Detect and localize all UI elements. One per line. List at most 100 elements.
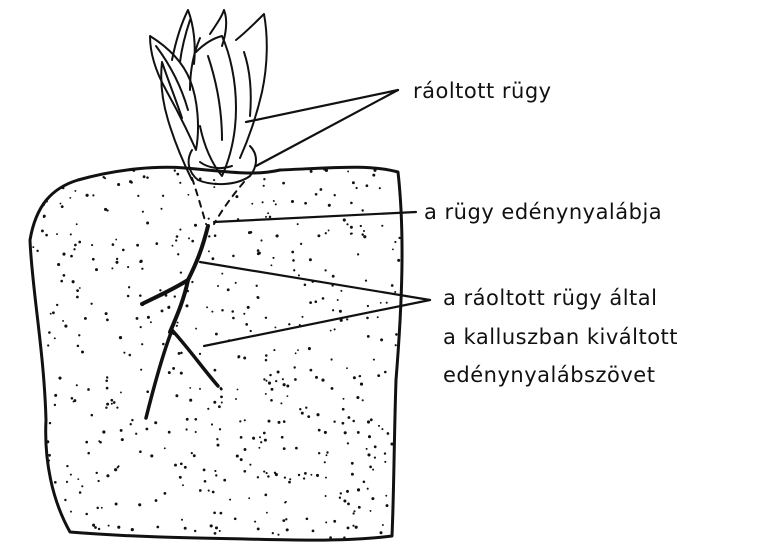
- stipple-dot: [297, 223, 299, 225]
- stipple-dot: [211, 311, 213, 313]
- stipple-dot: [147, 316, 150, 319]
- stipple-dot: [271, 388, 274, 391]
- stipple-dot: [284, 476, 286, 478]
- stipple-dot: [324, 431, 327, 434]
- stipple-dot: [199, 489, 202, 492]
- stipple-dot: [391, 284, 394, 287]
- stipple-dot: [62, 320, 64, 322]
- stipple-dot: [235, 398, 237, 400]
- stipple-dot: [360, 383, 363, 386]
- stipple-dot: [333, 520, 336, 523]
- stipple-dot: [221, 273, 223, 275]
- stipple-dot: [113, 401, 116, 404]
- stipple-dot: [305, 407, 307, 409]
- stipple-dot: [49, 422, 51, 424]
- stipple-dot: [79, 491, 82, 494]
- stipple-dot: [257, 527, 260, 530]
- stipple-dot: [367, 305, 369, 307]
- stipple-dot: [112, 243, 115, 246]
- stipple-dot: [54, 394, 57, 397]
- stipple-dot: [232, 255, 235, 258]
- stipple-dot: [398, 237, 400, 239]
- stipple-dot: [301, 412, 304, 415]
- stipple-dot: [184, 527, 187, 530]
- stipple-dot: [54, 481, 57, 484]
- stipple-dot: [315, 376, 318, 379]
- stipple-dot: [175, 239, 177, 241]
- stipple-dot: [263, 185, 265, 187]
- stipple-dot: [120, 391, 122, 393]
- stipple-dot: [343, 398, 345, 400]
- stipple-dot: [373, 169, 376, 172]
- stipple-dot: [369, 466, 372, 469]
- stipple-dot: [70, 511, 72, 513]
- stipple-dot: [281, 436, 284, 439]
- stipple-dot: [245, 323, 248, 326]
- stipple-dot: [366, 448, 368, 450]
- stipple-dot: [174, 464, 177, 467]
- stipple-dot: [265, 380, 267, 382]
- stipple-dot: [137, 195, 139, 197]
- stipple-dot: [194, 530, 196, 532]
- stipple-dot: [98, 440, 100, 442]
- stipple-dot: [66, 465, 68, 467]
- stipple-dot: [331, 387, 334, 390]
- stipple-dot: [363, 235, 366, 238]
- stipple-dot: [116, 258, 118, 260]
- stipple-dot: [258, 447, 260, 449]
- stipple-dot: [264, 494, 267, 497]
- stipple-dot: [254, 521, 256, 523]
- stipple-dot: [385, 495, 387, 497]
- stipple-dot: [361, 233, 363, 235]
- stipple-dot: [331, 358, 333, 360]
- stipple-dot: [179, 476, 182, 479]
- stipple-dot: [325, 232, 327, 234]
- stipple-dot: [217, 444, 220, 447]
- stipple-dot: [357, 488, 360, 491]
- stipple-dot: [270, 399, 273, 402]
- stipple-dot: [362, 399, 364, 401]
- stipple-dot: [386, 302, 388, 304]
- stipple-dot: [131, 419, 133, 421]
- stipple-dot: [32, 246, 34, 248]
- stipple-dot: [115, 261, 118, 264]
- stipple-dot: [295, 352, 297, 354]
- stipple-dot: [105, 380, 108, 383]
- stipple-dot: [328, 229, 330, 231]
- stipple-dot: [344, 431, 347, 434]
- stipple-dot: [155, 499, 158, 502]
- stipple-dot: [215, 333, 218, 336]
- stipple-dot: [365, 279, 367, 281]
- stipple-dot: [135, 433, 137, 435]
- stipple-dot: [180, 271, 182, 273]
- stipple-dot: [235, 195, 238, 198]
- stipple-dot: [304, 284, 307, 287]
- stipple-dot: [154, 421, 157, 424]
- stipple-dot: [156, 526, 159, 529]
- stipple-dot: [179, 182, 181, 184]
- label-induced-line-3: edénynyalábszövet: [443, 363, 655, 387]
- stipple-dot: [286, 528, 289, 531]
- stipple-dot: [309, 258, 312, 261]
- stipple-dot: [270, 264, 272, 266]
- stipple-dot: [384, 371, 387, 374]
- stipple-dot: [318, 452, 320, 454]
- stipple-dot: [172, 245, 174, 247]
- stipple-dot: [257, 476, 259, 478]
- stipple-dot: [117, 526, 120, 529]
- vascular-strand: [142, 178, 244, 418]
- stipple-dot: [84, 317, 87, 320]
- stipple-dot: [130, 181, 133, 184]
- stipple-dot: [291, 200, 294, 203]
- stipple-dot: [191, 240, 194, 243]
- stipple-dot: [108, 525, 110, 527]
- stipple-dot: [386, 504, 389, 507]
- stipple-dot: [48, 331, 51, 334]
- stipple-dot: [120, 429, 123, 432]
- stipple-dot: [161, 309, 164, 312]
- stipple-dot: [288, 481, 291, 484]
- stipple-dot: [378, 425, 380, 427]
- stipple-dot: [240, 458, 243, 461]
- stipple-dot: [117, 466, 119, 468]
- leader-grafted-bud-1: [246, 90, 398, 122]
